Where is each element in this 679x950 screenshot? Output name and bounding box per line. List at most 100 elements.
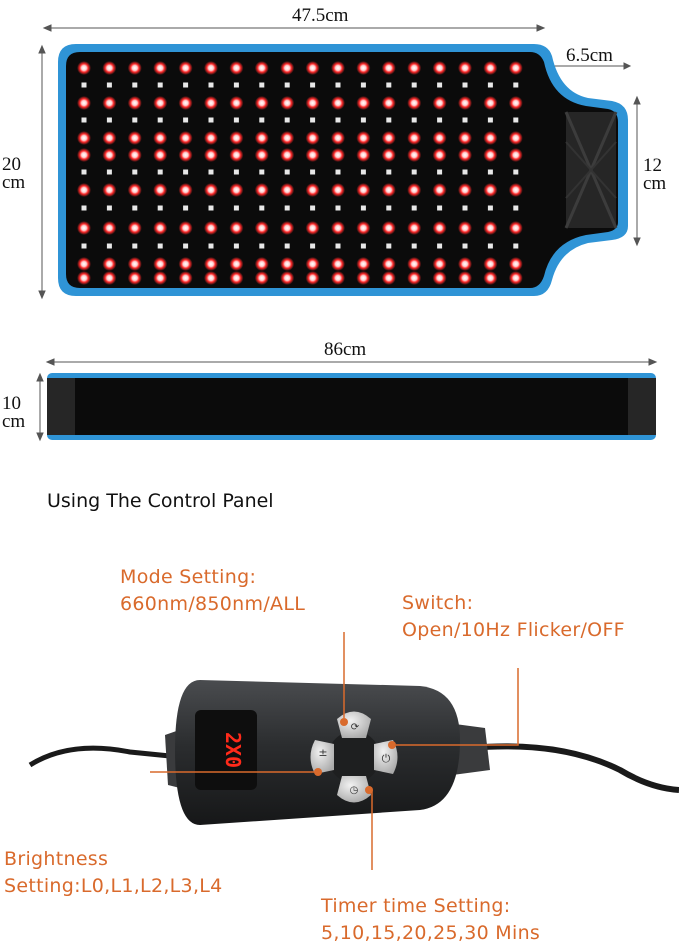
pad-neck-width-label: 6.5cm xyxy=(566,45,613,66)
infrared-led xyxy=(462,82,468,88)
red-led xyxy=(458,96,472,110)
red-led xyxy=(102,221,117,235)
infrared-led xyxy=(132,169,138,175)
mode-cycle-icon: ⟳ xyxy=(351,722,360,733)
infrared-led xyxy=(513,117,519,123)
infrared-led xyxy=(437,82,443,88)
infrared-led xyxy=(360,169,366,175)
strap-velcro-left xyxy=(47,378,75,435)
infrared-led xyxy=(437,117,443,123)
red-led xyxy=(204,257,218,271)
infrared-led xyxy=(208,117,214,123)
red-led xyxy=(331,148,345,162)
red-led xyxy=(508,271,523,285)
red-led xyxy=(432,183,447,197)
red-led xyxy=(127,96,142,110)
infrared-led xyxy=(487,82,493,88)
infrared-led xyxy=(411,169,417,175)
red-led xyxy=(77,271,91,285)
red-led xyxy=(178,221,193,235)
controller-cable-left xyxy=(28,745,181,768)
brightness-title: Brightness xyxy=(4,848,109,870)
red-led xyxy=(153,221,168,235)
red-led xyxy=(407,61,422,75)
power-icon: ⏻ xyxy=(382,752,391,765)
red-led xyxy=(102,271,117,285)
infrared-led xyxy=(386,205,392,211)
red-led xyxy=(508,257,523,271)
red-led xyxy=(102,183,117,197)
red-led xyxy=(356,148,371,162)
infrared-led xyxy=(462,205,468,211)
red-led xyxy=(254,221,269,235)
infrared-led xyxy=(259,82,265,88)
red-led xyxy=(458,148,472,162)
red-led xyxy=(102,257,117,271)
red-led xyxy=(229,96,244,110)
infrared-led xyxy=(81,243,87,249)
red-led xyxy=(204,183,218,197)
red-led xyxy=(127,148,142,162)
infrared-led xyxy=(233,243,239,249)
strap-width-unit: cm xyxy=(2,411,26,432)
red-led xyxy=(381,148,396,162)
red-led xyxy=(77,131,91,145)
red-led xyxy=(508,131,523,145)
brightness-button[interactable]: ± xyxy=(310,740,335,776)
red-led xyxy=(483,183,498,197)
strap-dimension-lines xyxy=(36,358,658,442)
pad-dimension-lines xyxy=(38,24,641,300)
red-led xyxy=(229,148,244,162)
red-led xyxy=(305,148,320,162)
infrared-led xyxy=(462,243,468,249)
infrared-led xyxy=(335,169,341,175)
infrared-led xyxy=(183,243,189,249)
red-led xyxy=(381,221,396,235)
red-led xyxy=(331,61,345,75)
infrared-led xyxy=(411,243,417,249)
infrared-led xyxy=(310,205,316,211)
infrared-led xyxy=(106,117,112,123)
red-led xyxy=(178,96,193,110)
infrared-led xyxy=(310,243,316,249)
infrared-led xyxy=(437,169,443,175)
red-led xyxy=(331,271,345,285)
controller-cable-right xyxy=(469,743,679,793)
red-led xyxy=(432,148,447,162)
infrared-led xyxy=(513,243,519,249)
strap-velcro-right xyxy=(628,378,656,435)
red-led xyxy=(508,148,523,162)
red-led xyxy=(153,61,168,75)
red-led xyxy=(331,131,345,145)
power-button[interactable]: ⏻ xyxy=(374,740,398,774)
mode-setting-callout: Mode Setting: 660nm/850nm/ALL xyxy=(120,564,305,618)
red-led xyxy=(280,61,295,75)
red-led xyxy=(102,61,117,75)
timer-options: 5,10,15,20,25,30 Mins xyxy=(321,921,541,944)
red-led xyxy=(305,61,320,75)
infrared-led xyxy=(437,205,443,211)
infrared-led xyxy=(284,169,290,175)
red-led xyxy=(356,61,371,75)
infrared-led xyxy=(411,205,417,211)
red-led xyxy=(229,221,244,235)
infrared-led xyxy=(360,243,366,249)
mode-button[interactable]: ⟳ xyxy=(337,711,371,739)
red-led xyxy=(153,271,168,285)
infrared-led xyxy=(335,82,341,88)
pad-width-label: 47.5cm xyxy=(292,5,349,26)
red-led xyxy=(458,183,472,197)
red-led xyxy=(305,221,320,235)
infrared-led xyxy=(183,169,189,175)
infrared-led xyxy=(157,243,163,249)
red-led xyxy=(77,257,91,271)
infrared-led xyxy=(106,205,112,211)
red-led xyxy=(178,257,193,271)
timer-button[interactable]: ◷ xyxy=(337,776,373,803)
red-led xyxy=(483,61,498,75)
red-led xyxy=(254,271,269,285)
red-led xyxy=(432,131,447,145)
red-led xyxy=(432,271,447,285)
timer-callout: Timer time Setting: 5,10,15,20,25,30 Min… xyxy=(321,893,540,947)
